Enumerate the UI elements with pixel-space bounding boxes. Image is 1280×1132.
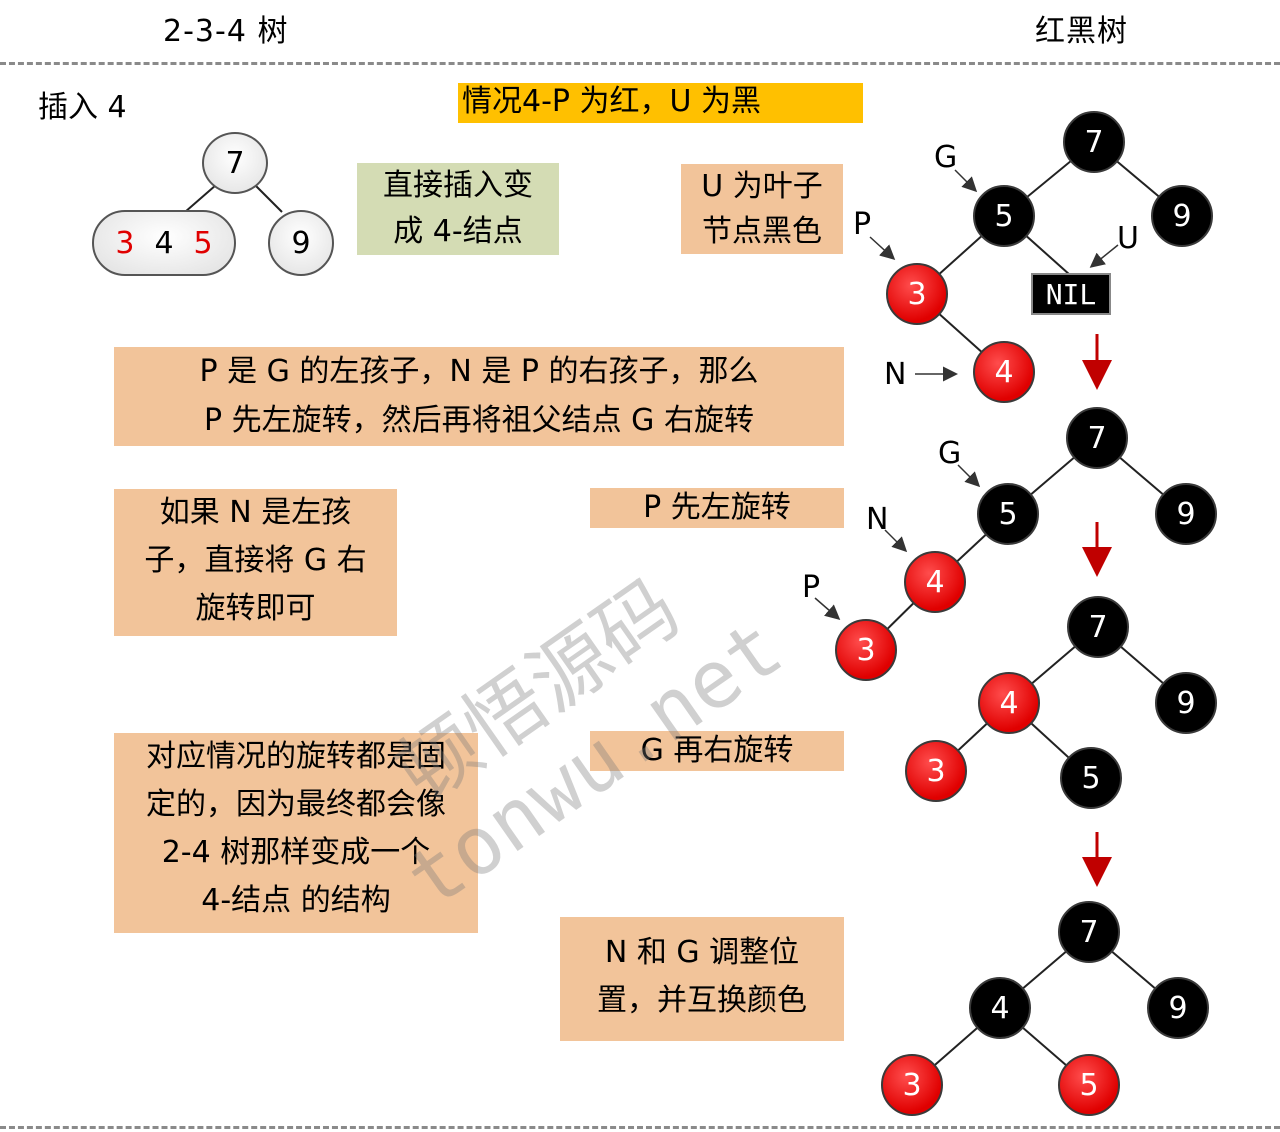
text-line: 节点黑色 xyxy=(702,214,822,249)
rb1-nil-leaf: NIL xyxy=(1031,273,1111,315)
key-4: 4 xyxy=(154,225,174,261)
rb2-node-3: 3 xyxy=(835,619,897,681)
text-line: 成 4-结点 xyxy=(393,214,523,249)
case-banner: 情况4-P 为红，U 为黑 xyxy=(458,83,863,123)
rb2-node-4: 4 xyxy=(904,551,966,613)
rb1-node-7: 7 xyxy=(1063,111,1125,173)
rb1-node-5: 5 xyxy=(973,185,1035,247)
right-title: 红黑树 xyxy=(1035,14,1128,49)
rb3-node-5: 5 xyxy=(1060,747,1122,809)
text-line: N 和 G 调整位 xyxy=(604,935,800,970)
key-3: 3 xyxy=(115,225,135,261)
u-leaf-box: U 为叶子 节点黑色 xyxy=(681,164,843,254)
rb2-node-7: 7 xyxy=(1066,407,1128,469)
rb3-node-9: 9 xyxy=(1155,672,1217,734)
text-line: 如果 N 是左孩 xyxy=(159,495,352,530)
text-line: 2-4 树那样变成一个 xyxy=(161,835,431,870)
rb2-label-p: P xyxy=(802,570,821,605)
rb1-label-p: P xyxy=(853,207,872,242)
text-line: 定的，因为最终都会像 xyxy=(146,787,446,822)
text-line: 4-结点 的结构 xyxy=(201,883,391,918)
rb2-label-g: G xyxy=(938,436,962,471)
tree234-right: 9 xyxy=(268,210,334,276)
text-line: P 是 G 的左孩子，N 是 P 的右孩子，那么 xyxy=(199,354,759,389)
rb4-node-9: 9 xyxy=(1147,977,1209,1039)
rb4-node-5: 5 xyxy=(1058,1054,1120,1116)
text-line: 旋转即可 xyxy=(195,591,316,626)
swap-colors-box: N 和 G 调整位 置，并互换颜色 xyxy=(560,917,844,1041)
text-line: 对应情况的旋转都是固 xyxy=(146,739,446,774)
rb4-node-4: 4 xyxy=(969,977,1031,1039)
rb2-node-5: 5 xyxy=(977,483,1039,545)
bottom-divider xyxy=(0,1126,1280,1129)
top-divider xyxy=(0,62,1280,65)
text-line: 直接插入变 xyxy=(383,168,533,203)
rb4-node-3: 3 xyxy=(881,1054,943,1116)
rb3-node-7: 7 xyxy=(1067,596,1129,658)
rb3-node-3: 3 xyxy=(905,740,967,802)
text-line: P 先左旋转，然后再将祖父结点 G 右旋转 xyxy=(204,403,754,438)
rb2-node-9: 9 xyxy=(1155,483,1217,545)
key-5: 5 xyxy=(193,225,213,261)
rb1-label-g: G xyxy=(934,140,958,175)
fixed-rotation-box: 对应情况的旋转都是固 定的，因为最终都会像 2-4 树那样变成一个 4-结点 的… xyxy=(114,733,478,933)
if-left-child-box: 如果 N 是左孩 子，直接将 G 右 旋转即可 xyxy=(114,489,397,636)
rb4-node-7: 7 xyxy=(1058,901,1120,963)
rb1-label-u: U xyxy=(1117,221,1139,256)
left-title: 2-3-4 树 xyxy=(163,14,289,49)
p-rotate-left-box: P 先左旋转 xyxy=(590,488,844,528)
tree234-root: 7 xyxy=(202,132,268,194)
direct-insert-box: 直接插入变 成 4-结点 xyxy=(357,163,559,255)
text-line: 置，并互换颜色 xyxy=(597,983,807,1018)
text-line: U 为叶子 xyxy=(701,169,823,204)
g-rotate-right-box: G 再右旋转 xyxy=(590,731,844,771)
text-line: 子，直接将 G 右 xyxy=(144,543,367,578)
tree234-4node: 3 4 5 xyxy=(92,210,236,276)
rb2-label-n: N xyxy=(866,502,889,537)
rb1-node-9: 9 xyxy=(1151,185,1213,247)
rb1-node-4: 4 xyxy=(973,341,1035,403)
rb3-node-4: 4 xyxy=(978,672,1040,734)
insert-label: 插入 4 xyxy=(38,90,127,125)
rotation-explain-box: P 是 G 的左孩子，N 是 P 的右孩子，那么 P 先左旋转，然后再将祖父结点… xyxy=(114,347,844,446)
rb1-label-n: N xyxy=(884,357,907,392)
rb1-node-3: 3 xyxy=(886,263,948,325)
